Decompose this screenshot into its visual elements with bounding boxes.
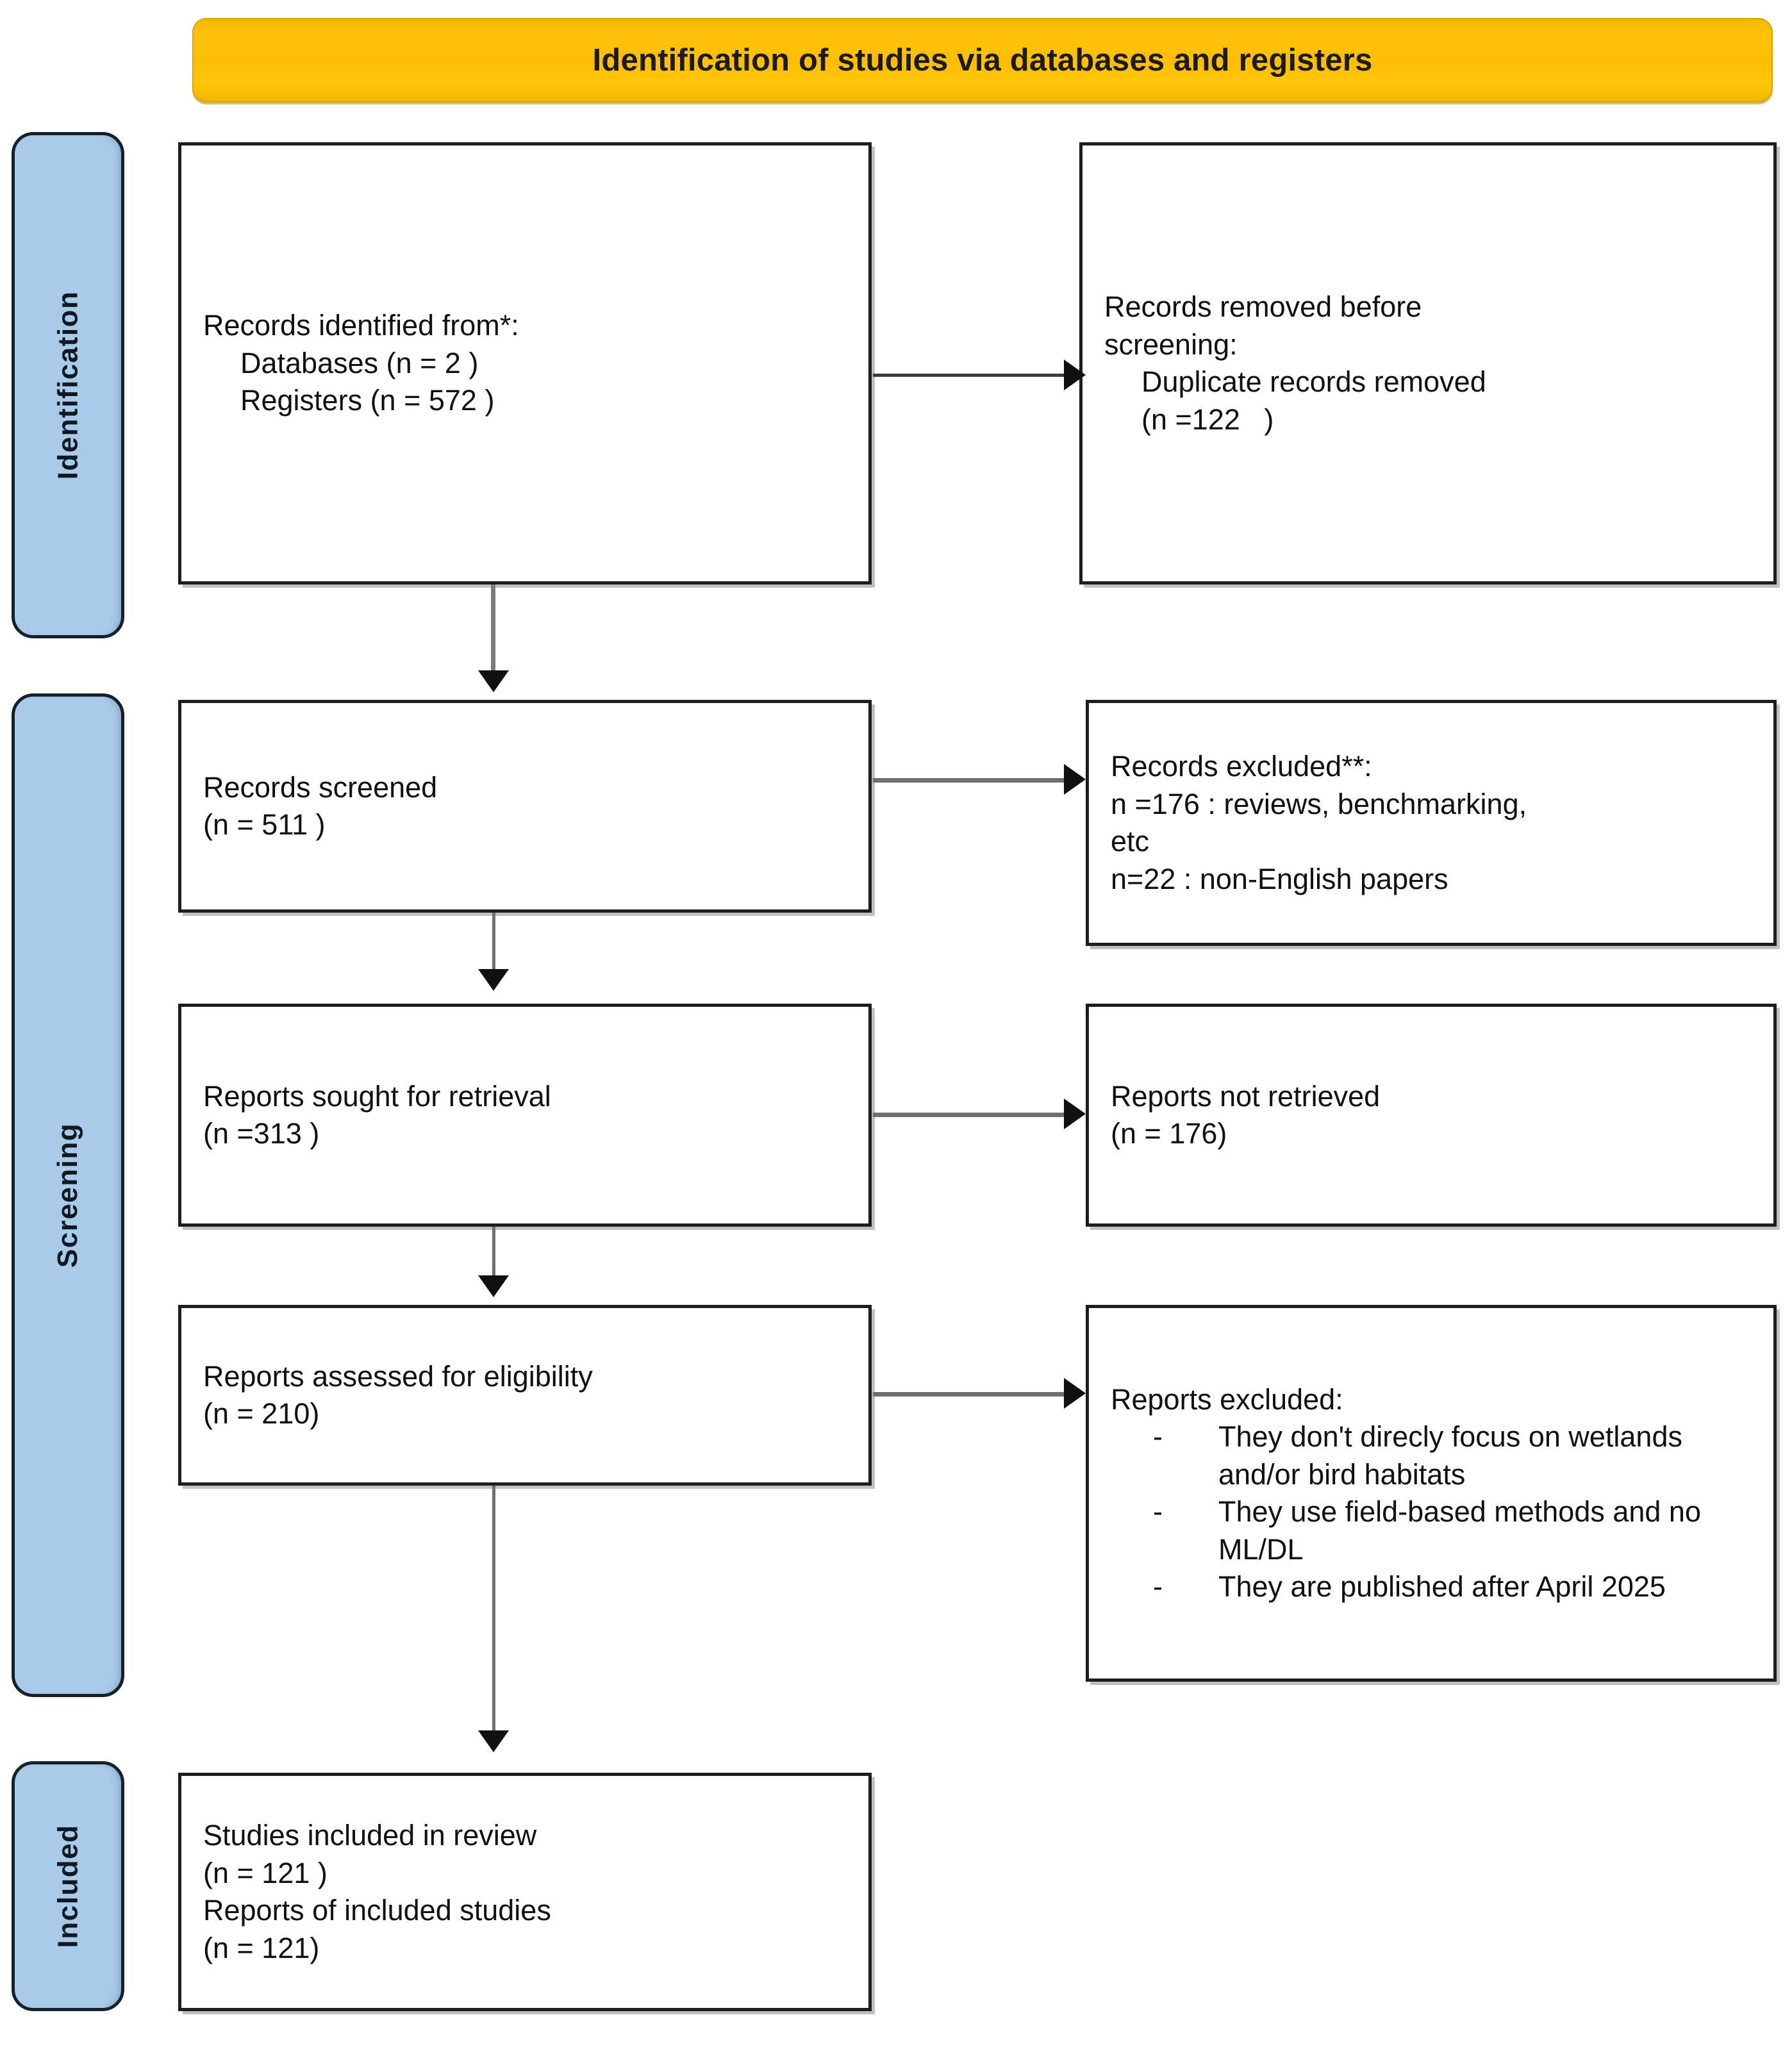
stage-rail-included: Included: [12, 1761, 124, 2011]
reports-excluded-bullet-2-text: They use field-based methods and no ML/D…: [1218, 1495, 1701, 1566]
stage-rail-screening: Screening: [12, 693, 124, 1697]
reports-not-retrieved-title: Reports not retrieved: [1111, 1079, 1381, 1113]
connector-identified-to-screened: [491, 584, 495, 679]
records-removed-duplicate: Duplicate records removed: [1141, 365, 1486, 398]
reports-included-count: (n = 121): [203, 1931, 320, 1964]
records-excluded-reason-1-cont: etc: [1111, 825, 1150, 858]
connector-sought-to-not-retrieved: [873, 1113, 1069, 1117]
arrowhead-sought-to-assessed: [478, 1275, 509, 1297]
box-reports-sought: Reports sought for retrieval (n =313 ): [178, 1004, 872, 1227]
arrowhead-identified-to-screened: [478, 670, 509, 692]
records-identified-databases: Databases (n = 2 ): [240, 346, 479, 379]
records-removed-title: Records removed before: [1104, 288, 1752, 326]
reports-excluded-title: Reports excluded:: [1111, 1382, 1343, 1416]
connector-screened-to-sought: [492, 913, 495, 981]
reports-included-title: Reports of included studies: [203, 1894, 551, 1927]
box-reports-not-retrieved: Reports not retrieved (n = 176): [1086, 1004, 1777, 1227]
stage-rail-identification-label: Identification: [52, 290, 83, 480]
box-records-screened: Records screened (n = 511 ): [178, 700, 872, 913]
box-studies-included: Studies included in review (n = 121 ) Re…: [178, 1773, 872, 2011]
arrowhead-screened-to-excluded: [1064, 764, 1086, 795]
connector-assessed-to-excluded: [873, 1392, 1069, 1397]
diagram-header-banner: Identification of studies via databases …: [192, 18, 1773, 103]
records-excluded-reason-2: n=22 : non-English papers: [1111, 862, 1448, 895]
reports-excluded-bullet-1: - They don't direcly focus on wetlands a…: [1111, 1418, 1752, 1493]
reports-excluded-bullet-1-text: They don't direcly focus on wetlands and…: [1218, 1420, 1682, 1491]
arrowhead-identified-to-removed: [1064, 360, 1086, 390]
connector-screened-to-excluded: [873, 778, 1069, 783]
bullet-dash-icon: -: [1153, 1495, 1163, 1528]
records-removed-title-plain: Records removed: [1104, 290, 1340, 323]
reports-sought-count: (n =313 ): [203, 1117, 320, 1150]
arrowhead-sought-to-not-retrieved: [1064, 1098, 1086, 1129]
diagram-title: Identification of studies via databases …: [592, 43, 1373, 78]
reports-not-retrieved-count: (n = 176): [1111, 1117, 1227, 1150]
bullet-dash-icon: -: [1153, 1570, 1163, 1603]
box-records-identified: Records identified from*: Databases (n =…: [178, 142, 872, 584]
reports-sought-title: Reports sought for retrieval: [203, 1079, 551, 1113]
records-removed-title-emph: before: [1340, 290, 1422, 323]
box-reports-excluded: Reports excluded: - They don't direcly f…: [1086, 1305, 1777, 1682]
records-removed-subtitle: screening:: [1104, 326, 1752, 364]
arrowhead-assessed-to-excluded: [1064, 1378, 1086, 1409]
reports-assessed-title: Reports assessed for eligibility: [203, 1359, 593, 1393]
box-records-excluded: Records excluded**: n =176 : reviews, be…: [1086, 700, 1777, 946]
records-removed-subtitle-emph: screening: [1104, 327, 1230, 361]
box-reports-assessed: Reports assessed for eligibility (n = 21…: [178, 1305, 872, 1486]
records-identified-title: Records identified from*:: [203, 309, 519, 342]
connector-sought-to-assessed: [492, 1227, 495, 1286]
records-identified-registers: Registers (n = 572 ): [240, 384, 495, 417]
records-screened-count: (n = 511 ): [203, 808, 326, 841]
bullet-dash-icon: -: [1153, 1420, 1163, 1453]
reports-excluded-bullet-3: - They are published after April 2025: [1111, 1568, 1752, 1606]
records-screened-title: Records screened: [203, 770, 438, 804]
reports-assessed-count: (n = 210): [203, 1397, 320, 1430]
reports-excluded-bullet-3-text: They are published after April 2025: [1218, 1570, 1666, 1603]
stage-rail-screening-label: Screening: [52, 1122, 83, 1268]
studies-included-title: Studies included in review: [203, 1819, 537, 1852]
records-removed-subtitle-colon: :: [1229, 327, 1238, 361]
box-records-removed: Records removed before screening: Duplic…: [1079, 142, 1777, 584]
arrowhead-assessed-to-included: [478, 1730, 509, 1752]
arrowhead-screened-to-sought: [478, 969, 509, 991]
connector-identified-to-removed: [873, 374, 1069, 377]
records-excluded-reason-1: n =176 : reviews, benchmarking,: [1111, 787, 1527, 820]
studies-included-count: (n = 121 ): [203, 1856, 328, 1889]
connector-assessed-to-included: [492, 1486, 495, 1741]
records-removed-duplicate-count: (n =122 ): [1141, 402, 1274, 436]
stage-rail-identification: Identification: [12, 132, 124, 638]
stage-rail-included-label: Included: [52, 1824, 83, 1948]
reports-excluded-bullet-2: - They use field-based methods and no ML…: [1111, 1493, 1752, 1568]
records-excluded-title: Records excluded**:: [1111, 750, 1372, 783]
